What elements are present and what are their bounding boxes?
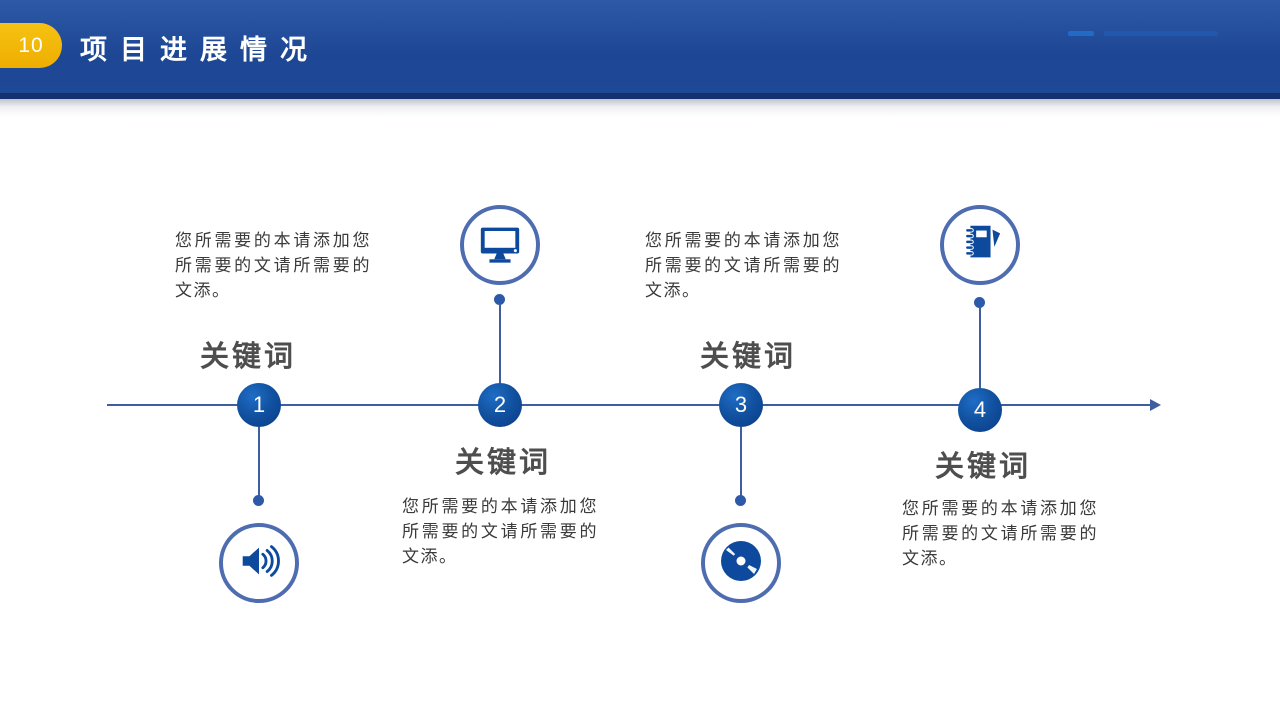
item-description: 您所需要的本请添加您所需要的文请所需要的文添。: [902, 499, 1098, 568]
slide-header: 10 项目进展情况: [0, 0, 1280, 93]
connector-dot: [974, 297, 985, 308]
node-number: 1: [252, 392, 266, 417]
item-description: 您所需要的本请添加您所需要的文请所需要的文添。: [175, 231, 371, 300]
timeline-arrow-icon: [1150, 399, 1161, 411]
slide-title: 项目进展情况: [80, 35, 320, 65]
node-number: 4: [973, 397, 987, 422]
connector-dot: [735, 495, 746, 506]
item-keyword: 关键词: [200, 341, 297, 373]
timeline-node-2: 2: [478, 383, 522, 427]
item-keyword: 关键词: [700, 341, 797, 373]
connector-dot: [494, 294, 505, 305]
item-description: 您所需要的本请添加您所需要的文请所需要的文添。: [645, 231, 841, 300]
watermark-bar-short: [1068, 31, 1094, 36]
item-icon-circle: [701, 523, 781, 603]
notebook-icon: [957, 220, 1003, 271]
timeline-node-4: 4: [958, 388, 1002, 432]
connector-line: [979, 307, 981, 388]
page-number: 10: [18, 33, 44, 57]
node-number: 2: [493, 392, 507, 417]
connector-line: [740, 427, 742, 496]
cd-disc-icon: [717, 537, 765, 590]
item-icon-circle: [940, 205, 1020, 285]
item-description: 您所需要的本请添加您所需要的文请所需要的文添。: [402, 497, 598, 566]
item-keyword: 关键词: [455, 447, 552, 479]
timeline-node-1: 1: [237, 383, 281, 427]
item-keyword: 关键词: [935, 451, 1032, 483]
connector-line: [499, 304, 501, 383]
watermark-bar-long: [1104, 31, 1218, 36]
header-accent-strip: [0, 93, 1280, 99]
node-number: 3: [734, 392, 748, 417]
speaker-icon: [236, 538, 282, 589]
connector-line: [258, 427, 260, 496]
monitor-icon: [477, 220, 523, 271]
header-shadow: [0, 99, 1280, 117]
timeline-axis: [107, 404, 1152, 406]
item-icon-circle: [460, 205, 540, 285]
item-icon-circle: [219, 523, 299, 603]
timeline-node-3: 3: [719, 383, 763, 427]
page-number-badge: 10: [0, 23, 62, 68]
connector-dot: [253, 495, 264, 506]
